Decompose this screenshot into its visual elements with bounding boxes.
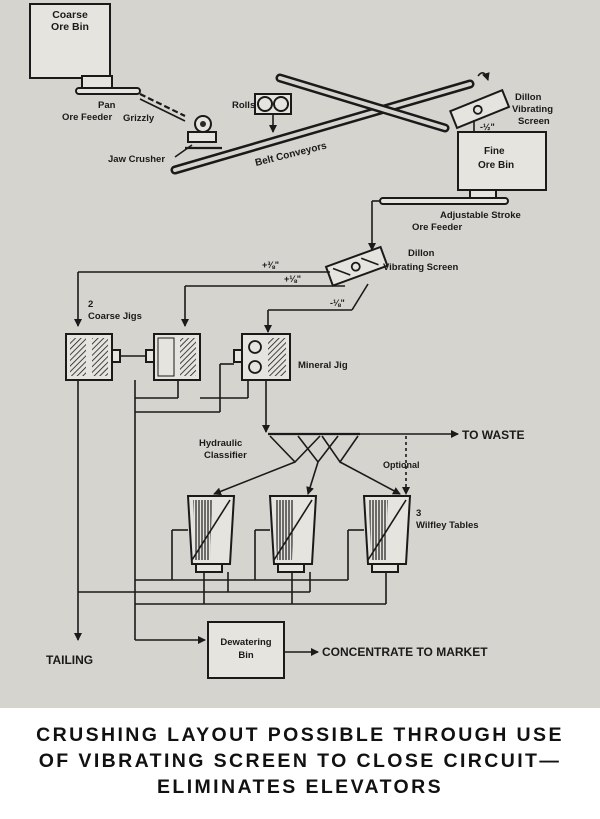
fine-ore-bin: Fine Ore Bin xyxy=(457,131,547,191)
pan-feeder-label: Ore Feeder xyxy=(62,112,112,123)
figure-panel: Coarse Ore Bin Pan Ore Feeder Grizzly Ja… xyxy=(0,0,600,708)
jaw-crusher-label: Jaw Crusher xyxy=(108,154,165,165)
fine-bin-label: Fine xyxy=(484,146,505,157)
size-label: -⅛" xyxy=(330,298,345,308)
figure-caption: CRUSHING LAYOUT POSSIBLE THROUGH USE OF … xyxy=(0,722,600,800)
wilfley-label: 3 xyxy=(416,508,421,519)
mineral-jig-label: Mineral Jig xyxy=(298,360,348,371)
pan-feeder-label: Pan xyxy=(98,100,116,111)
to-waste-label: TO WASTE xyxy=(462,428,524,442)
dillon-top-label: Dillon xyxy=(515,92,542,103)
coarse-jigs-label: 2 xyxy=(88,299,93,310)
dillon-top-label: Vibrating xyxy=(512,104,553,115)
coarse-ore-bin-label: Ore Bin xyxy=(51,21,89,33)
jig-flow-lines xyxy=(74,363,270,644)
hydraulic-classifier: TO WASTE Hydraulic Classifier Optional xyxy=(199,428,524,496)
dewatering-label: Dewatering xyxy=(220,637,271,648)
caption-line: CRUSHING LAYOUT POSSIBLE THROUGH USE xyxy=(36,724,564,746)
adjustable-feeder-label: Ore Feeder xyxy=(412,222,462,233)
coarse-jigs: 2 Coarse Jigs xyxy=(65,299,201,381)
caption-line: ELIMINATES ELEVATORS xyxy=(157,776,443,798)
size-label: +⅛" xyxy=(284,274,301,284)
mineral-jig: Mineral Jig xyxy=(233,333,348,381)
hydraulic-label: Hydraulic xyxy=(199,438,242,449)
dewatering-label: Bin xyxy=(238,650,254,661)
optional-label: Optional xyxy=(383,460,420,470)
pan-ore-feeder: Pan Ore Feeder xyxy=(62,75,141,123)
coarse-jigs-label: Coarse Jigs xyxy=(88,311,142,322)
wilfley-table xyxy=(268,495,318,573)
caption-line: OF VIBRATING SCREEN TO CLOSE CIRCUIT— xyxy=(38,750,562,772)
grizzly-label: Grizzly xyxy=(123,113,155,124)
fine-bin-label: Ore Bin xyxy=(478,160,514,171)
concentrate-label: CONCENTRATE TO MARKET xyxy=(322,645,488,659)
dillon-screen-middle: Dillon Vibrating Screen xyxy=(324,245,459,287)
adjustable-stroke-feeder: Adjustable Stroke Ore Feeder xyxy=(368,189,521,251)
fraction-label: -½" xyxy=(480,122,495,132)
coarse-ore-bin: Coarse Ore Bin xyxy=(29,3,111,79)
rolls-label: Rolls xyxy=(232,100,255,111)
belt-conveyors: Belt Conveyors xyxy=(170,72,490,175)
dillon-mid-label: Dillon xyxy=(408,248,435,259)
dillon-mid-label: Vibrating Screen xyxy=(383,262,459,273)
rolls: Rolls xyxy=(232,93,292,133)
screen-product-lines: +⅜" +⅛" -⅛" xyxy=(74,260,369,333)
flowsheet-diagram: Coarse Ore Bin Pan Ore Feeder Grizzly Ja… xyxy=(29,3,553,679)
jaw-crusher: Jaw Crusher xyxy=(108,115,222,165)
wilfley-table xyxy=(362,495,412,573)
adjustable-feeder-label: Adjustable Stroke xyxy=(440,210,521,221)
size-label: +⅜" xyxy=(262,260,279,270)
wilfley-label: Wilfley Tables xyxy=(416,520,479,531)
wilfley-table xyxy=(186,495,236,573)
tailing-label: TAILING xyxy=(46,653,93,667)
wilfley-tables: 3 Wilfley Tables xyxy=(186,495,479,573)
dillon-top-label: Screen xyxy=(518,116,550,127)
dewatering-bin: Dewatering Bin xyxy=(207,621,319,679)
coarse-ore-bin-label: Coarse xyxy=(52,9,88,21)
hydraulic-label: Classifier xyxy=(204,450,247,461)
table-discharge-lines xyxy=(78,529,387,605)
grizzly: Grizzly xyxy=(123,93,186,124)
